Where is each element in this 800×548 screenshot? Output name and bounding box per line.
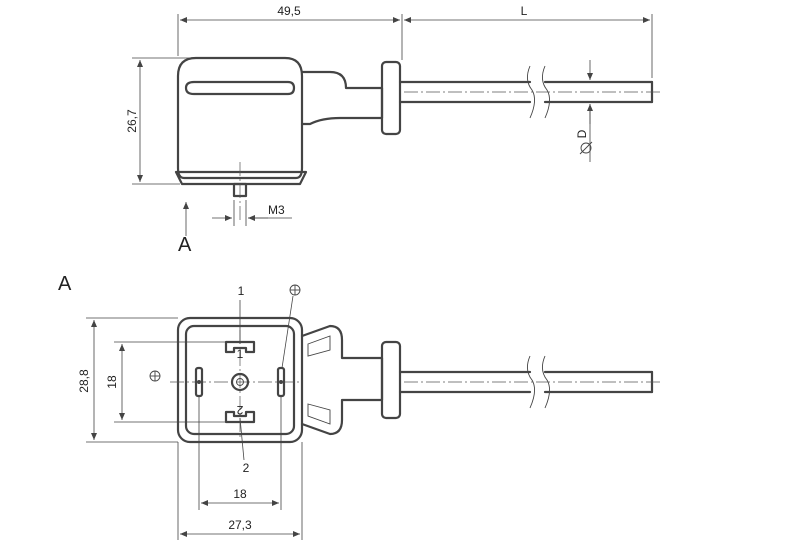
- inner-height-label: 18: [105, 375, 119, 389]
- pin-1-inner-label: 1: [237, 347, 244, 361]
- front-cable-flange: [380, 340, 402, 420]
- pin-2-label: 2: [243, 461, 250, 475]
- front-height-label: 28,8: [77, 369, 91, 393]
- ground-icon: [289, 284, 301, 296]
- diameter-icon: [579, 141, 593, 155]
- pin-1-label: 1: [238, 284, 245, 298]
- width-top-label: 49,5: [277, 4, 301, 18]
- inner-width-label: 18: [233, 487, 247, 501]
- cable-length-label: L: [521, 4, 528, 18]
- ground-icon-left: [149, 370, 161, 382]
- cable-neck: [300, 70, 384, 126]
- pin-1-contact: [224, 340, 256, 354]
- housing-base: [174, 170, 308, 186]
- cable-flange: [380, 60, 402, 136]
- center-screw: [230, 372, 250, 392]
- front-view: A 1 2 1: [58, 273, 660, 540]
- pin-2-inner-label: 2: [236, 403, 243, 417]
- screw-label: M3: [268, 203, 285, 217]
- view-arrow-label: A: [178, 234, 192, 256]
- height-label: 26,7: [125, 109, 139, 133]
- front-width-label: 27,3: [228, 518, 252, 532]
- connector-housing: [176, 56, 304, 180]
- view-title: A: [58, 273, 72, 295]
- pin-2-contact: [224, 410, 256, 424]
- side-view: 49,5 L 26,7 D M3 A: [125, 4, 660, 256]
- housing-slot: [184, 80, 296, 96]
- diameter-label: D: [575, 129, 589, 138]
- break-mark: [527, 65, 535, 119]
